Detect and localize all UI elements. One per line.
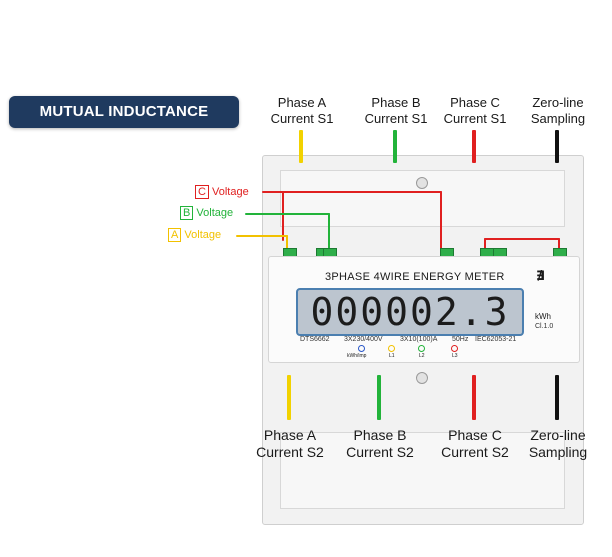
wire-phase-b-s1 (393, 130, 397, 163)
wire-neutral-bottom (555, 375, 559, 420)
bottom-label-zero-line-line1: Zero-line (530, 427, 586, 443)
meter-title: 3PHASE 4WIRE ENERGY METER (325, 271, 505, 283)
ce-mark-icon: ∄ (536, 268, 545, 283)
meter-class: Cl.1.0 (535, 323, 554, 330)
lower-terminal-cover (280, 432, 565, 509)
top-label-phase-c: Phase C Current S1 (430, 95, 520, 127)
top-label-phase-a: Phase A Current S1 (257, 95, 347, 127)
bottom-label-zero-line-line2: Sampling (528, 444, 588, 460)
led-l3 (451, 345, 458, 352)
led-label-l1: L1 (389, 353, 395, 359)
wire-voltage-b-v (328, 213, 330, 249)
top-label-phase-a-line1: Phase A (277, 95, 327, 110)
title-badge: MUTUAL INDUCTANCE WIRING (9, 96, 239, 152)
meter-frequency: 50Hz (452, 336, 469, 343)
top-label-phase-b-line1: Phase B (371, 95, 421, 110)
meter-standard: IEC62053-21 (475, 336, 517, 343)
wire-bridge-right (558, 238, 560, 249)
bottom-label-phase-a-line2: Current S2 (256, 444, 324, 460)
voltage-text-a: Voltage (184, 229, 222, 241)
top-label-zero-line-line1: Zero-line (532, 95, 584, 110)
wire-phase-a-s2 (287, 375, 291, 420)
wire-voltage-a-v (286, 235, 288, 249)
bottom-label-phase-a: Phase A Current S2 (245, 427, 335, 461)
bottom-label-phase-c-line1: Phase C (448, 427, 502, 443)
voltage-letter-a: A (168, 228, 182, 242)
led-l2 (418, 345, 425, 352)
led-kwh-imp (358, 345, 365, 352)
wire-phase-c-s2 (472, 375, 476, 420)
voltage-label-b: B Voltage (180, 206, 233, 220)
bottom-label-phase-b-line1: Phase B (353, 427, 407, 443)
bottom-label-zero-line: Zero-line Sampling (513, 427, 603, 461)
led-label-l3: L3 (452, 353, 458, 359)
bottom-label-phase-a-line1: Phase A (263, 427, 317, 443)
top-label-zero-line-line2: Sampling (530, 111, 586, 126)
wire-neutral-top (555, 130, 559, 163)
bottom-label-phase-c-line2: Current S2 (441, 444, 509, 460)
top-label-zero-line: Zero-line Sampling (513, 95, 603, 127)
bottom-label-phase-b: Phase B Current S2 (335, 427, 425, 461)
voltage-text-b: Voltage (196, 207, 234, 219)
lower-screw (416, 372, 428, 384)
bottom-label-phase-b-line2: Current S2 (346, 444, 414, 460)
wire-phase-b-s2 (377, 375, 381, 420)
voltage-letter-c: C (195, 185, 209, 199)
wire-bridge-left (484, 238, 486, 249)
voltage-letter-b: B (180, 206, 194, 220)
top-label-phase-b-line2: Current S1 (364, 111, 428, 126)
wire-voltage-c-v (440, 191, 442, 249)
upper-screw (416, 177, 428, 189)
wire-bridge-h (484, 238, 560, 240)
top-label-phase-a-line2: Current S1 (270, 111, 334, 126)
voltage-label-a: A Voltage (168, 228, 221, 242)
meter-voltage-rating: 3X230/400V (344, 336, 383, 343)
wire-phase-c-s1 (472, 130, 476, 163)
led-label-kwh-imp: kWh/imp (347, 353, 367, 359)
led-l1 (388, 345, 395, 352)
wire-phase-a-s1 (299, 130, 303, 163)
top-label-phase-b: Phase B Current S1 (351, 95, 441, 127)
wire-voltage-a-h (236, 235, 288, 237)
wire-voltage-c-h (262, 191, 442, 193)
top-label-phase-c-line2: Current S1 (443, 111, 507, 126)
led-label-l2: L2 (419, 353, 425, 359)
wire-voltage-b-h (245, 213, 330, 215)
wire-voltage-c-branch (282, 191, 284, 241)
meter-model: DTS6662 (300, 336, 330, 343)
voltage-text-c: Voltage (212, 186, 249, 198)
top-label-phase-c-line1: Phase C (450, 95, 500, 110)
meter-current-rating: 3X10(100)A (400, 336, 438, 343)
bottom-label-phase-c: Phase C Current S2 (430, 427, 520, 461)
meter-unit: kWh (535, 312, 551, 321)
voltage-label-c: C Voltage (195, 185, 249, 199)
lcd-display: 000002.3 (296, 288, 524, 336)
